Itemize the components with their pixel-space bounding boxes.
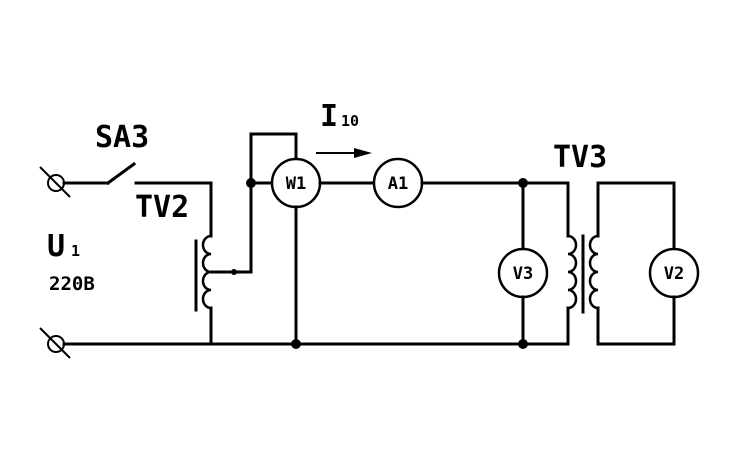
meter-a1-label: A1	[388, 174, 408, 194]
tv3-secondary-coil	[588, 234, 599, 310]
tv2-coil	[194, 234, 212, 312]
wire-tv2-tap	[210, 132, 298, 274]
node-tv2-tap	[231, 269, 237, 275]
wire-switch-to-tv2	[134, 181, 213, 238]
meter-v3-label: V3	[513, 264, 533, 284]
tv3-primary-coil	[567, 234, 578, 310]
wire-secondary-to-v2	[596, 181, 676, 251]
voltage-subscript: 1	[71, 242, 80, 260]
switch-label: SA3	[95, 120, 149, 155]
current-subscript: 10	[341, 112, 359, 130]
switch-sa3-blade	[105, 161, 137, 186]
voltage-value: 220В	[49, 273, 95, 295]
current-arrow	[316, 148, 372, 158]
tv3-label: TV3	[553, 140, 607, 175]
wire-v2-return	[596, 295, 676, 346]
meter-v2-label: V2	[664, 264, 684, 284]
node-tap	[246, 178, 256, 188]
current-symbol: I	[320, 99, 338, 134]
node-bottom-w1	[291, 339, 301, 349]
meter-w1-label: W1	[286, 174, 306, 194]
tv2-label: TV2	[135, 190, 189, 225]
voltage-symbol: U	[47, 229, 65, 264]
